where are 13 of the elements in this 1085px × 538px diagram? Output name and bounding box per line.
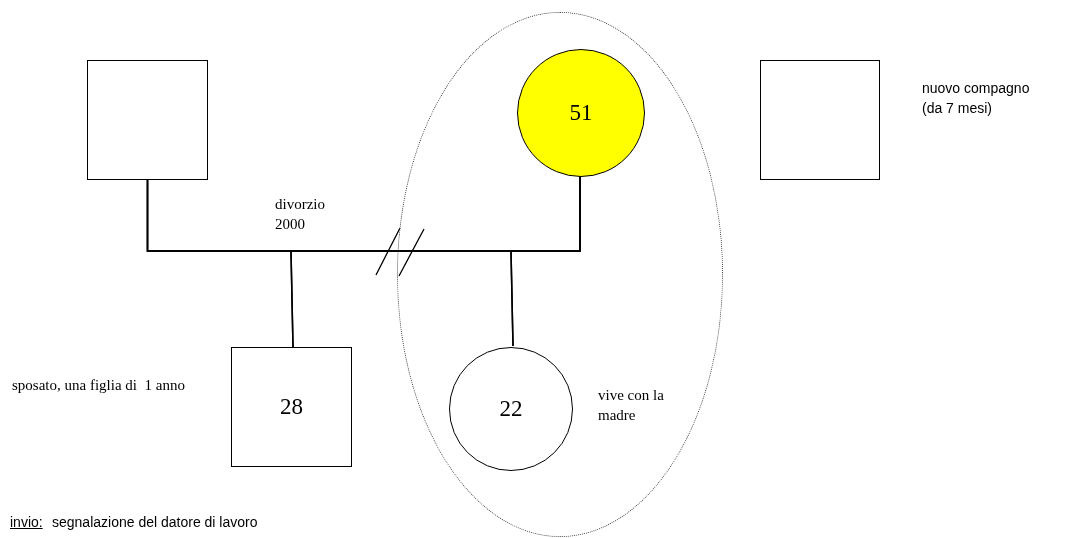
note-text: nuovo compagno (da 7 mesi) <box>922 79 1031 118</box>
person-square <box>231 347 352 467</box>
age-number: 51 <box>569 100 593 126</box>
note-text: segnalazione del datore di lavoro <box>52 513 258 532</box>
note-text: vive con la madre <box>598 386 665 425</box>
note-text: sposato, una figlia di 1 anno <box>12 376 186 395</box>
person-square <box>87 60 208 180</box>
person-square <box>760 60 880 180</box>
family-line <box>510 175 581 347</box>
note-text: invio: <box>10 513 43 532</box>
age-number: 28 <box>280 394 303 420</box>
edge-label: divorzio 2000 <box>275 195 326 234</box>
age-number: 22 <box>499 396 523 422</box>
